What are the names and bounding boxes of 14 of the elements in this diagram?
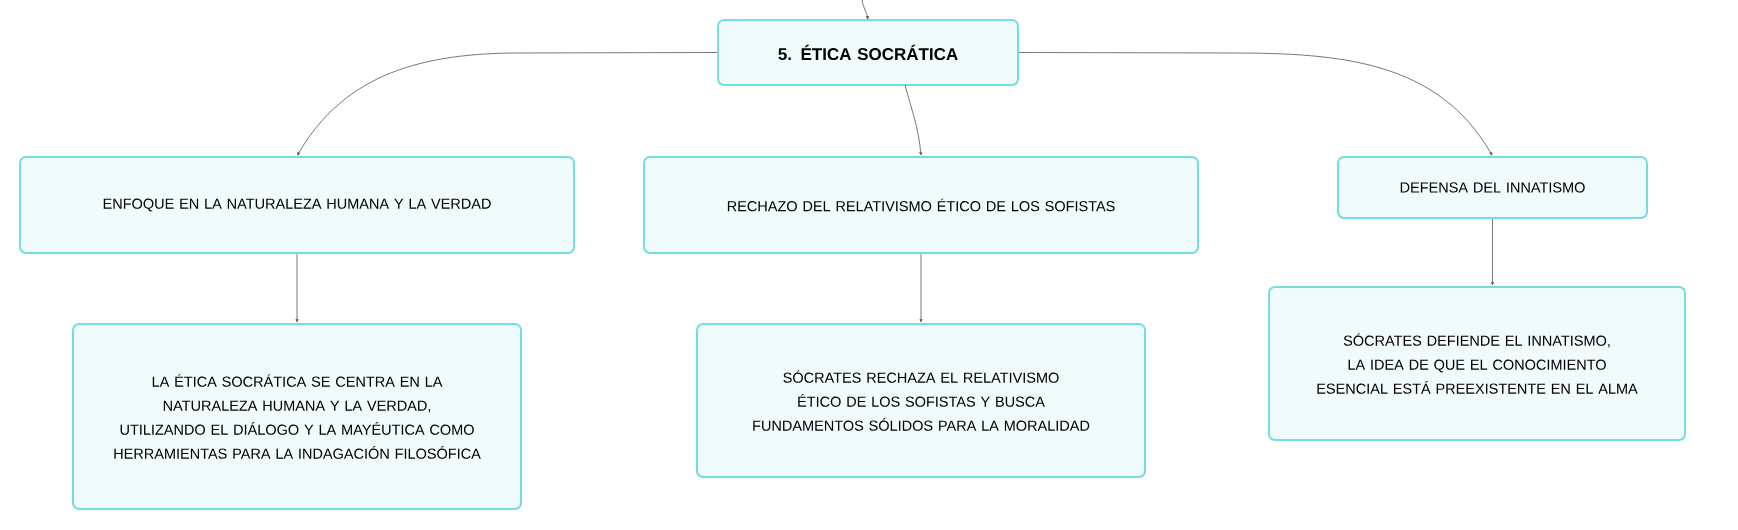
arrow [297,52,718,156]
arrow [919,253,923,323]
arrow [1491,218,1494,286]
arrow [861,0,869,20]
concept-box: SÓCRATES RECHAZA EL RELATIVISMO ÉTICO DE LOS SOFISTAS Y BUSCA FUNDAMENTOS SÓLIDOS PARA LA MORALIDAD [696,323,1146,478]
arrow [904,84,923,156]
concept-box: ENFOQUE EN LA NATURALEZA HUMANA Y LA VERDAD [19,156,575,254]
concept-box: LA ÉTICA SOCRÁTICA SE CENTRA EN LA NATURALEZA HUMANA Y LA VERDAD, UTILIZANDO EL DIÁLOGO Y LA MAYÉUTICA COMO HERRAMIENTAS PARA LA INDAGACIÓN FILOSÓFICA [72,323,522,510]
arrow [1018,52,1493,156]
arrow [295,253,299,323]
concept-box: SÓCRATES DEFIENDE EL INNATISMO, LA IDEA DE QUE EL CONOCIMIENTO ESENCIAL ESTÁ PREEXISTENTE EN EL ALMA [1268,286,1686,441]
concept-box: RECHAZO DEL RELATIVISMO ÉTICO DE LOS SOFISTAS [643,156,1199,254]
concept-box: 5. ÉTICA SOCRÁTICA [717,19,1019,86]
concept-box: DEFENSA DEL INNATISMO [1337,156,1648,219]
